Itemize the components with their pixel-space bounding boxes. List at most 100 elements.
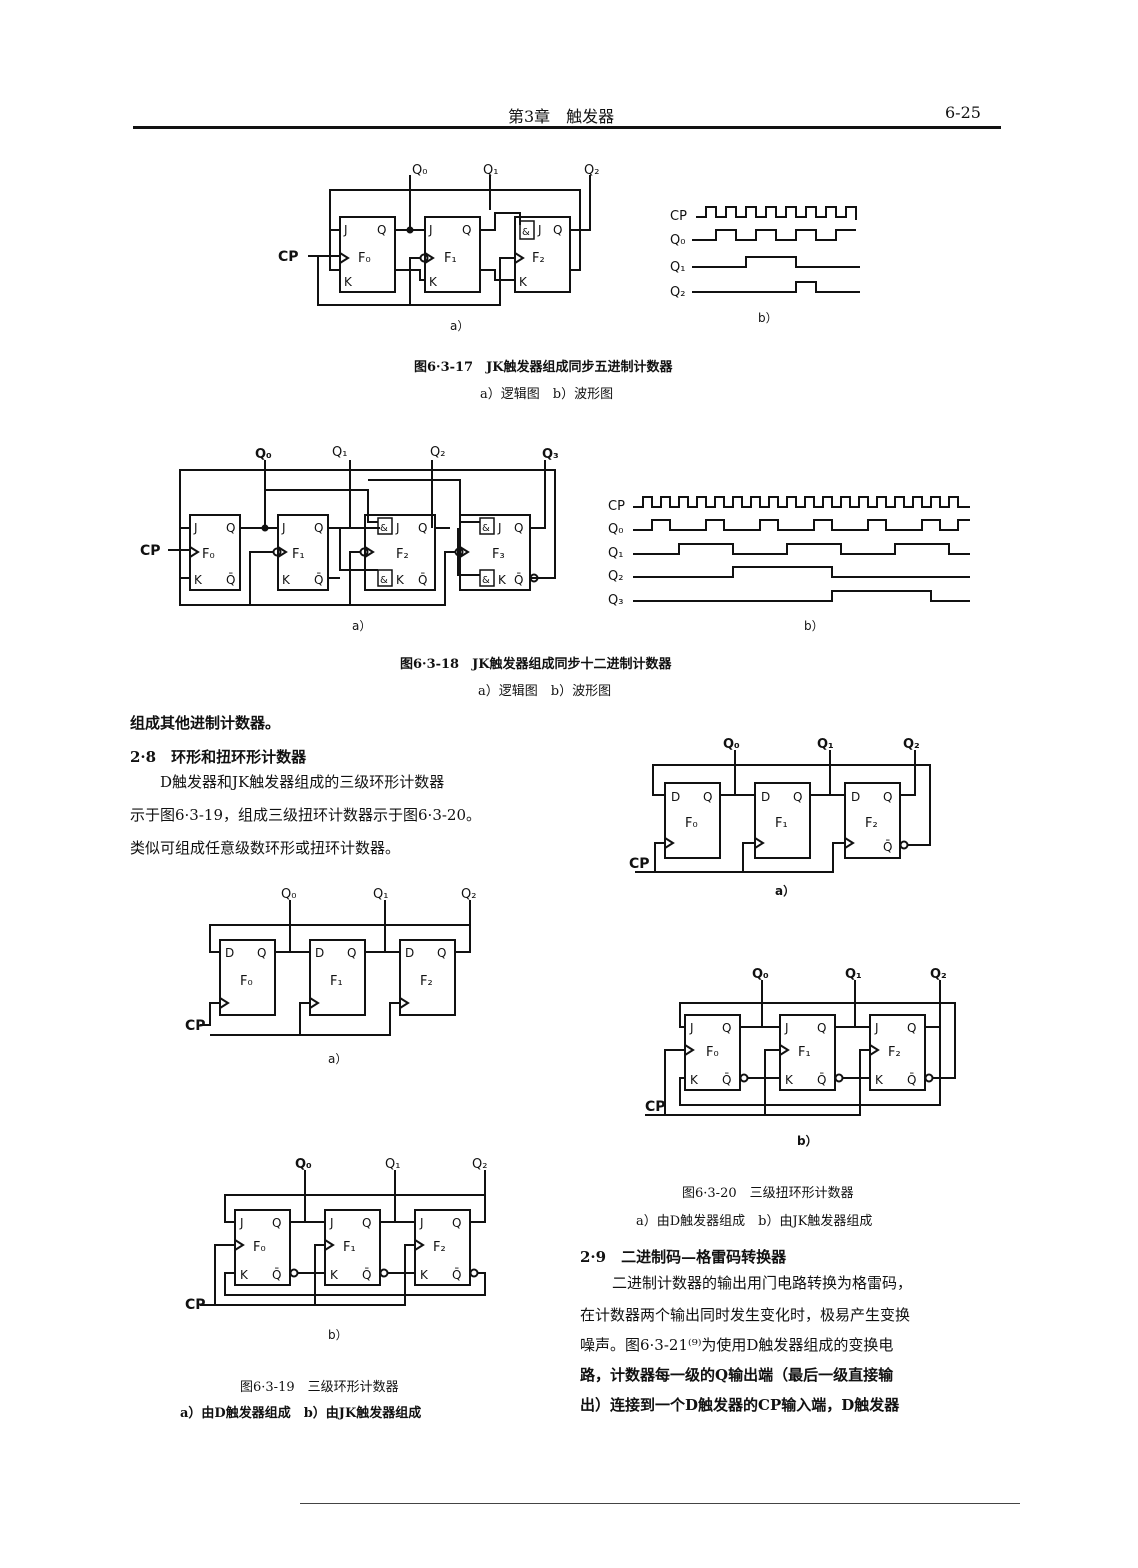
fig18-cp-label: CP	[140, 543, 161, 559]
svg-text:K: K	[282, 573, 291, 587]
fig18-q3-label: Q₃	[542, 447, 559, 462]
svg-text:Q̄: Q̄	[226, 573, 235, 587]
svg-text:Q: Q	[377, 223, 386, 237]
fig19b-q2-label: Q₂	[472, 1157, 487, 1172]
fig17-f1-label: F₁	[444, 251, 457, 266]
fig17-cp-label: CP	[278, 249, 299, 265]
fig20b-diagram: Q₀ Q₁ Q₂ CP J Q K Q̄ J Q K Q̄ J Q K Q̄ F…	[645, 967, 956, 1148]
fig20b-q0-label: Q₀	[752, 967, 769, 982]
fig19a-f2-label: F₂	[420, 974, 433, 989]
footer-rule	[300, 1503, 1020, 1504]
svg-text:J: J	[239, 1216, 244, 1230]
header-rule	[133, 126, 1001, 129]
fig17-q2-label: Q₂	[584, 163, 599, 178]
fig20b-f1-label: F₁	[798, 1045, 811, 1060]
svg-text:Q: Q	[437, 946, 446, 960]
svg-text:Q: Q	[703, 790, 712, 804]
fig20b-sub-label: b）	[797, 1133, 818, 1148]
fig19a-f1-label: F₁	[330, 974, 343, 989]
paragraph-continuation: 组成其他进制计数器。	[130, 714, 281, 732]
section-2-8-line-2: 示于图6·3-19，组成三级扭环计数器示于图6·3-20。	[130, 806, 482, 824]
svg-text:CP: CP	[670, 209, 687, 224]
svg-text:Q: Q	[553, 223, 562, 237]
svg-text:Q₂: Q₂	[670, 285, 685, 300]
fig19-caption: 图6·3-19 三级环形计数器	[240, 1380, 399, 1395]
fig20-caption: 图6·3-20 三级扭环形计数器	[682, 1186, 854, 1201]
svg-text:&: &	[522, 227, 530, 238]
svg-text:&: &	[482, 523, 490, 534]
svg-text:Q: Q	[362, 1216, 371, 1230]
fig17-sub-a-label: a）	[450, 319, 469, 333]
fig19a-diagram: Q₀ Q₁ Q₂ CP D Q D Q D Q F₀ F₁ F₂ a）	[185, 887, 476, 1066]
svg-text:Q: Q	[907, 1021, 916, 1035]
section-2-9-line-4: 路，计数器每一级的Q输出端（最后一级直接输	[580, 1366, 894, 1384]
svg-text:J: J	[343, 223, 348, 237]
fig19a-q2-label: Q₂	[461, 887, 476, 902]
section-2-9-heading: 2·9 二进制码—格雷码转换器	[580, 1248, 787, 1266]
svg-text:D: D	[405, 946, 414, 960]
svg-text:Q: Q	[722, 1021, 731, 1035]
svg-text:Q₀: Q₀	[670, 233, 685, 248]
fig19b-f2-label: F₂	[433, 1240, 446, 1255]
svg-text:Q̄: Q̄	[722, 1073, 731, 1087]
fig19b-q1-label: Q₁	[385, 1157, 400, 1172]
fig19b-sub-label: b）	[328, 1328, 348, 1342]
fig17-caption: 图6·3-17 JK触发器组成同步五进制计数器	[414, 360, 673, 375]
svg-text:Q: Q	[226, 521, 235, 535]
fig20a-f2-label: F₂	[865, 816, 878, 831]
section-2-9-line-3: 噪声。图6·3-21⁽⁹⁾为使用D触发器组成的变换电	[580, 1336, 894, 1354]
svg-text:J: J	[784, 1021, 789, 1035]
svg-text:Q: Q	[817, 1021, 826, 1035]
svg-text:J: J	[428, 223, 433, 237]
svg-text:K: K	[785, 1073, 794, 1087]
fig19b-q0-label: Q₀	[295, 1157, 312, 1172]
fig18-subcaption: a）逻辑图 b）波形图	[478, 684, 612, 699]
svg-text:Q: Q	[793, 790, 802, 804]
svg-text:J: J	[689, 1021, 694, 1035]
fig19a-cp-label: CP	[185, 1018, 206, 1034]
svg-text:J: J	[395, 521, 400, 535]
svg-text:D: D	[761, 790, 770, 804]
svg-text:K: K	[519, 275, 528, 289]
svg-text:&: &	[380, 575, 388, 586]
fig19b-cp-label: CP	[185, 1297, 206, 1313]
svg-text:Q₁: Q₁	[608, 546, 623, 561]
svg-text:Q: Q	[314, 521, 323, 535]
fig19b-f1-label: F₁	[343, 1240, 356, 1255]
svg-text:Q̄: Q̄	[514, 573, 523, 587]
svg-text:J: J	[419, 1216, 424, 1230]
svg-text:J: J	[281, 521, 286, 535]
fig20-subcaption: a）由D触发器组成 b）由JK触发器组成	[636, 1214, 873, 1229]
fig17-waveform: CP Q₀ Q₁ Q₂ b）	[670, 206, 860, 325]
fig17-q0-label: Q₀	[412, 163, 427, 178]
fig18-q1-label: Q₁	[332, 445, 347, 460]
svg-text:D: D	[225, 946, 234, 960]
fig20a-q2-label: Q₂	[903, 737, 920, 752]
fig20a-sub-label: a）	[775, 883, 795, 898]
svg-text:Q: Q	[418, 521, 427, 535]
section-2-8-line-1: D触发器和JK触发器组成的三级环形计数器	[160, 773, 445, 791]
fig20a-f0-label: F₀	[685, 816, 698, 831]
svg-text:Q̄: Q̄	[883, 840, 892, 854]
fig18-logic-diagram: Q₀ Q₁ Q₂ Q₃ CP J Q K Q̄ J Q K Q̄ & J Q &…	[140, 445, 559, 633]
svg-text:K: K	[240, 1268, 249, 1282]
svg-text:K: K	[396, 573, 405, 587]
fig18-f3-label: F₃	[492, 547, 505, 562]
fig19b-diagram: Q₀ Q₁ Q₂ CP J Q K Q̄ J Q K Q̄ J Q K Q̄ F…	[185, 1157, 487, 1342]
fig20b-f0-label: F₀	[706, 1045, 719, 1060]
svg-text:Q₀: Q₀	[608, 522, 623, 537]
svg-text:CP: CP	[608, 499, 625, 514]
svg-text:J: J	[497, 521, 502, 535]
fig18-f1-label: F₁	[292, 547, 305, 562]
svg-text:Q: Q	[883, 790, 892, 804]
fig17-logic-diagram: Q₀ Q₁ Q₂ CP J Q K J Q K & J Q K F₀ F₁ F₂…	[278, 163, 599, 333]
fig20a-f1-label: F₁	[775, 816, 788, 831]
svg-text:Q₃: Q₃	[608, 593, 623, 608]
svg-text:Q₁: Q₁	[670, 260, 685, 275]
fig18-sub-a-label: a）	[352, 619, 371, 633]
svg-text:K: K	[498, 573, 507, 587]
svg-text:Q̄: Q̄	[907, 1073, 916, 1087]
svg-text:Q: Q	[514, 521, 523, 535]
svg-text:Q̄: Q̄	[418, 573, 427, 587]
section-2-9-line-1: 二进制计数器的输出用门电路转换为格雷码，	[612, 1274, 913, 1292]
